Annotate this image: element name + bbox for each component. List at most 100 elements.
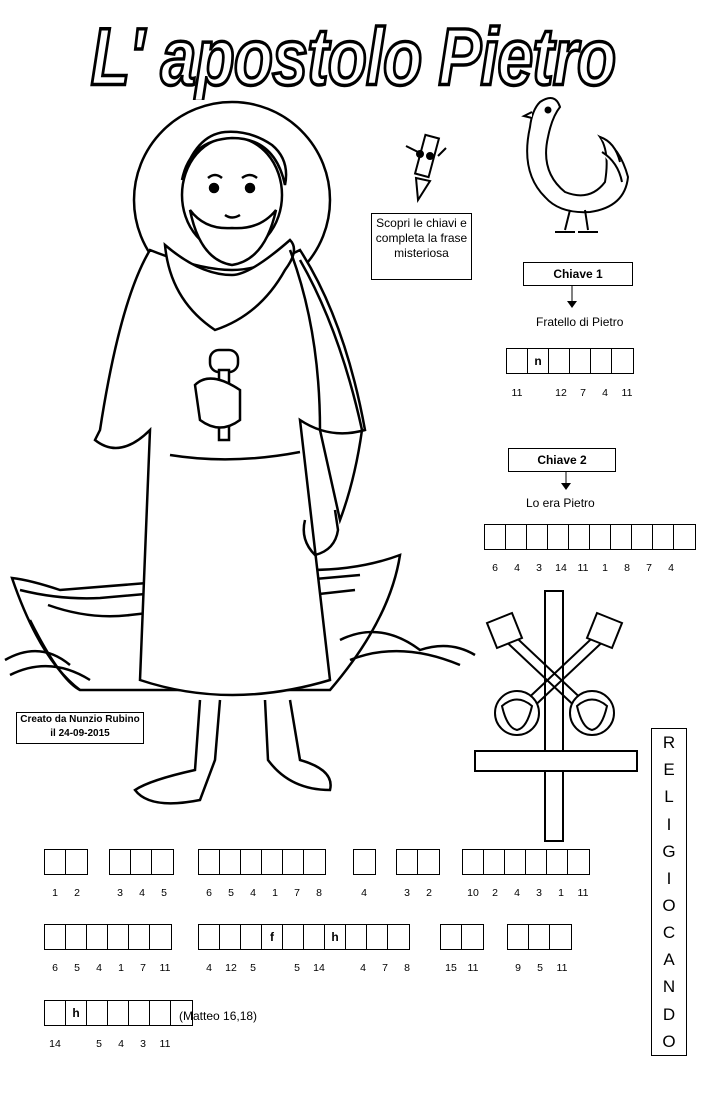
letter-cell[interactable] <box>45 1001 66 1025</box>
citation: (Matteo 16,18) <box>179 1009 258 1023</box>
letter-cell[interactable] <box>506 525 527 549</box>
key2-answer-cells[interactable] <box>484 524 696 550</box>
letter-cell[interactable] <box>463 850 484 874</box>
letter-cell[interactable] <box>591 349 612 373</box>
cell-number: 4 <box>514 887 520 899</box>
cell-number: 2 <box>74 887 80 899</box>
key1-label: Chiave 1 <box>523 262 633 286</box>
letter-cell[interactable] <box>110 850 131 874</box>
letter-cell[interactable] <box>45 850 66 874</box>
letter-cell[interactable] <box>397 850 418 874</box>
letter-cell[interactable] <box>549 349 570 373</box>
letter-cell[interactable] <box>108 925 129 949</box>
letter-cell[interactable] <box>569 525 590 549</box>
vertical-letter: I <box>666 868 672 888</box>
word-cells[interactable] <box>198 849 326 875</box>
vertical-letter: N <box>662 977 676 997</box>
letter-cell[interactable] <box>131 850 152 874</box>
cell-number: 4 <box>96 962 102 974</box>
letter-cell[interactable] <box>632 525 653 549</box>
word-cells[interactable] <box>507 924 572 950</box>
letter-cell[interactable] <box>547 850 568 874</box>
word-cells[interactable] <box>44 924 172 950</box>
letter-cell[interactable] <box>108 1001 129 1025</box>
letter-cell[interactable] <box>241 850 262 874</box>
letter-cell[interactable]: f <box>262 925 283 949</box>
letter-cell[interactable] <box>653 525 674 549</box>
letter-cell[interactable] <box>346 925 367 949</box>
letter-cell[interactable] <box>611 525 632 549</box>
cell-number: 5 <box>161 887 167 899</box>
letter-cell[interactable] <box>150 1001 171 1025</box>
letter-cell[interactable] <box>283 850 304 874</box>
letter-cell[interactable] <box>129 925 150 949</box>
letter-cell[interactable] <box>129 1001 150 1025</box>
page-title: L' apostolo Pietro <box>91 13 616 100</box>
letter-cell[interactable] <box>87 1001 108 1025</box>
vertical-letter: A <box>663 950 675 970</box>
letter-cell[interactable] <box>529 925 550 949</box>
key1-answer-cells[interactable]: n <box>506 348 634 374</box>
letter-cell[interactable] <box>304 850 325 874</box>
letter-cell[interactable] <box>241 925 262 949</box>
cell-number: 14 <box>49 1038 61 1050</box>
letter-cell[interactable] <box>612 349 633 373</box>
letter-cell[interactable] <box>418 850 439 874</box>
cell-number: 7 <box>382 962 388 974</box>
word-cells[interactable] <box>440 924 484 950</box>
cell-number: 4 <box>514 562 520 574</box>
word-cells[interactable] <box>44 849 88 875</box>
letter-cell[interactable] <box>441 925 462 949</box>
cell-number: 7 <box>646 562 652 574</box>
cell-number: 11 <box>159 962 171 974</box>
letter-cell[interactable]: h <box>66 1001 87 1025</box>
key1-clue: Fratello di Pietro <box>536 315 624 329</box>
word-cells[interactable] <box>109 849 174 875</box>
letter-cell[interactable] <box>66 850 87 874</box>
letter-cell[interactable] <box>199 850 220 874</box>
letter-cell[interactable] <box>548 525 569 549</box>
letter-cell[interactable] <box>150 925 171 949</box>
letter-cell[interactable]: h <box>325 925 346 949</box>
cell-number: 4 <box>118 1038 124 1050</box>
word-cells[interactable] <box>396 849 440 875</box>
word-cells[interactable]: h <box>44 1000 193 1026</box>
letter-cell[interactable] <box>354 850 375 874</box>
cell-number: 5 <box>74 962 80 974</box>
letter-cell[interactable] <box>590 525 611 549</box>
letter-cell[interactable] <box>152 850 173 874</box>
letter-cell[interactable] <box>527 525 548 549</box>
letter-cell[interactable] <box>550 925 571 949</box>
letter-cell[interactable] <box>262 850 283 874</box>
word-cells[interactable] <box>462 849 590 875</box>
letter-cell[interactable] <box>283 925 304 949</box>
letter-cell[interactable] <box>199 925 220 949</box>
cell-number: 1 <box>52 887 58 899</box>
letter-cell[interactable] <box>388 925 409 949</box>
letter-cell[interactable] <box>505 850 526 874</box>
letter-cell[interactable] <box>568 850 589 874</box>
letter-cell[interactable] <box>674 525 695 549</box>
cell-number: 11 <box>159 1038 171 1050</box>
letter-cell[interactable] <box>484 850 505 874</box>
letter-cell[interactable] <box>66 925 87 949</box>
letter-cell[interactable] <box>87 925 108 949</box>
cell-number: 4 <box>250 887 256 899</box>
cell-number: 4 <box>139 887 145 899</box>
cell-number: 9 <box>515 962 521 974</box>
word-cells[interactable] <box>353 849 376 875</box>
letter-cell[interactable] <box>462 925 483 949</box>
letter-cell[interactable] <box>220 925 241 949</box>
letter-cell[interactable] <box>367 925 388 949</box>
letter-cell[interactable]: n <box>528 349 549 373</box>
letter-cell[interactable] <box>526 850 547 874</box>
letter-cell[interactable] <box>570 349 591 373</box>
letter-cell[interactable] <box>220 850 241 874</box>
letter-cell[interactable] <box>485 525 506 549</box>
letter-cell[interactable] <box>45 925 66 949</box>
letter-cell[interactable] <box>507 349 528 373</box>
cell-number: 7 <box>140 962 146 974</box>
letter-cell[interactable] <box>304 925 325 949</box>
letter-cell[interactable] <box>508 925 529 949</box>
